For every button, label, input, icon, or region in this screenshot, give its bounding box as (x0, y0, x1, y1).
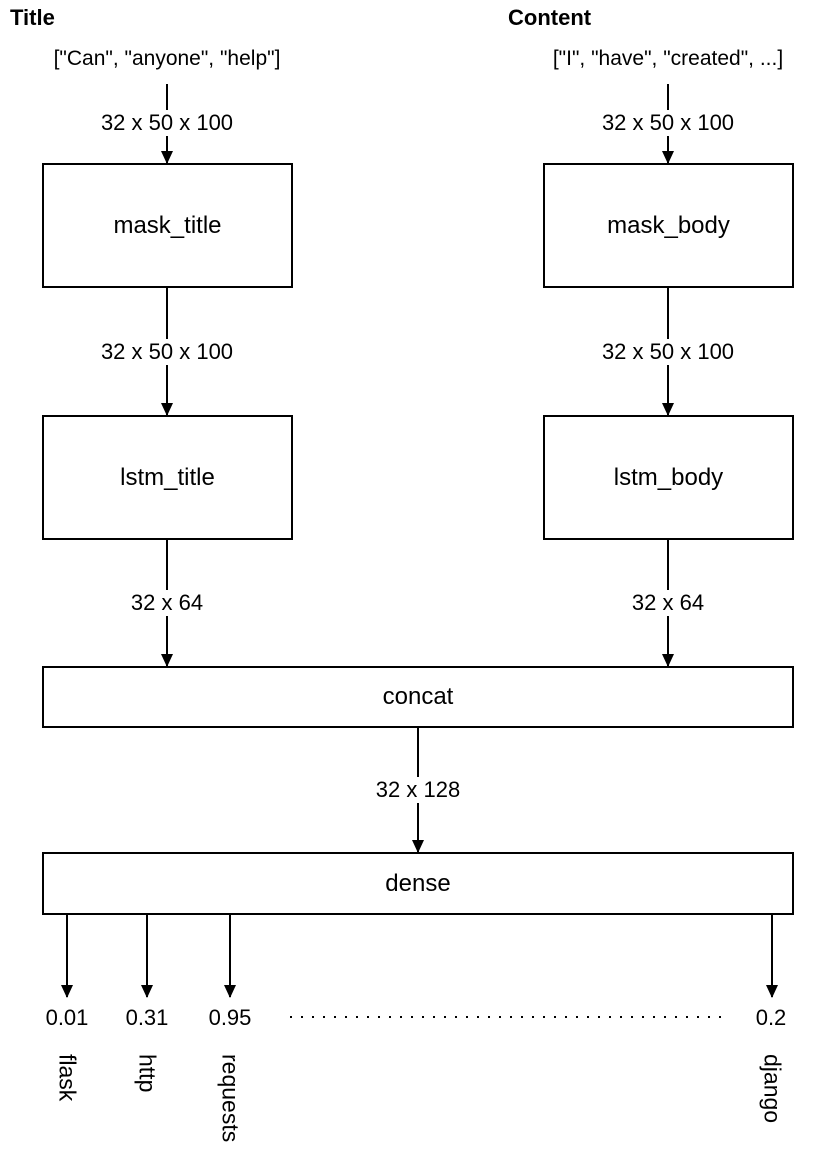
output-label-flask: flask (54, 1054, 81, 1102)
dim-label-title-input: 32 x 50 x 100 (95, 110, 239, 136)
node-lstm-title-label: lstm_title (120, 463, 215, 491)
output-value-django: 0.2 (755, 1005, 787, 1030)
input-tokens-content: ["I", "have", "created", ...] (552, 47, 784, 70)
output-label-requests: requests (217, 1054, 244, 1143)
node-lstm-body: lstm_body (543, 415, 794, 540)
dim-label-title-mask-out: 32 x 50 x 100 (95, 339, 239, 365)
output-value-flask: 0.01 (45, 1005, 89, 1030)
output-label-http: http (134, 1054, 161, 1093)
node-mask-title: mask_title (42, 163, 293, 288)
node-mask-title-label: mask_title (113, 211, 222, 239)
input-tokens-title: ["Can", "anyone", "help"] (53, 47, 281, 70)
dim-label-concat-out: 32 x 128 (370, 777, 466, 803)
node-concat: concat (42, 666, 794, 728)
arrow-dense-to-http (146, 915, 148, 997)
dim-label-body-lstm-out: 32 x 64 (626, 590, 710, 616)
output-value-requests: 0.95 (208, 1005, 252, 1030)
node-lstm-title: lstm_title (42, 415, 293, 540)
column-header-title: Title (10, 5, 55, 30)
node-mask-body: mask_body (543, 163, 794, 288)
output-value-http: 0.31 (125, 1005, 169, 1030)
output-label-django: django (759, 1054, 786, 1124)
node-concat-label: concat (382, 683, 454, 710)
arrow-dense-to-django (771, 915, 773, 997)
ellipsis-dots (290, 1016, 726, 1018)
dim-label-title-lstm-out: 32 x 64 (125, 590, 209, 616)
arrow-dense-to-flask (66, 915, 68, 997)
node-dense-label: dense (385, 869, 451, 897)
arrow-dense-to-requests (229, 915, 231, 997)
node-lstm-body-label: lstm_body (613, 463, 724, 491)
node-mask-body-label: mask_body (607, 211, 730, 239)
column-header-content: Content (508, 5, 592, 30)
dim-label-body-input: 32 x 50 x 100 (596, 110, 740, 136)
dim-label-body-mask-out: 32 x 50 x 100 (596, 339, 740, 365)
node-dense: dense (42, 852, 794, 915)
